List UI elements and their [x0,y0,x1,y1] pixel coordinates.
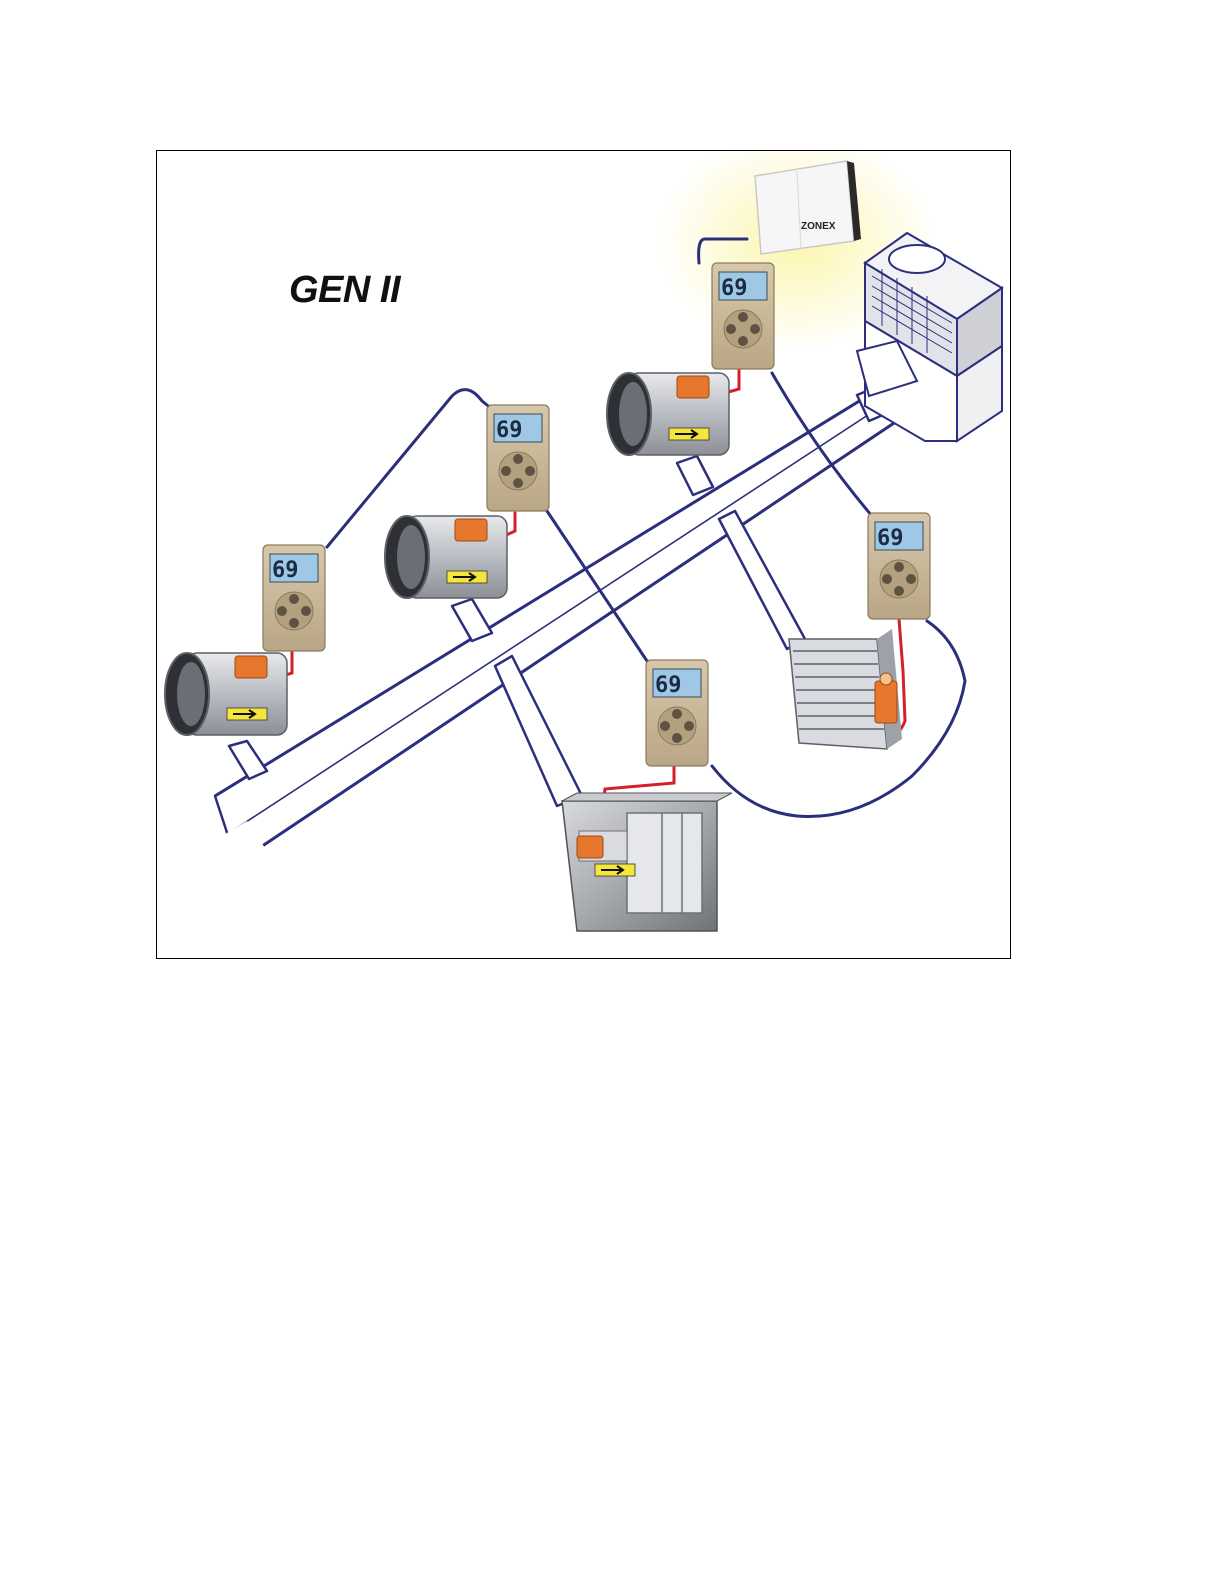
round-damper-1 [165,653,287,735]
thermostat-button-left[interactable] [660,721,670,731]
thermostat-reading: 69 [655,673,682,698]
gen2-system-diagram: ZONEX [156,150,1011,959]
stub-damper-3 [677,456,713,495]
thermostat-button-down[interactable] [289,618,299,628]
thermostat-button-down[interactable] [513,478,523,488]
round-damper-2 [385,516,507,598]
thermostat-button-up[interactable] [513,454,523,464]
thermostat-button-left[interactable] [726,324,736,334]
damper-actuator [455,519,487,541]
diagram-title: GEN II [289,269,400,312]
damper-actuator [235,656,267,678]
branch-duct-bottom [495,656,582,806]
thermostat-button-down[interactable] [672,733,682,743]
thermostat-button-left[interactable] [277,606,287,616]
thermostat-reading: 69 [272,558,299,583]
thermostat-button-down[interactable] [738,336,748,346]
thermostat-1: 69 [263,545,325,651]
thermostat-4: 69 [868,513,930,619]
controller-brand-label: ZONEX [801,221,836,232]
thermostat-button-right[interactable] [301,606,311,616]
air-handler-unit [857,233,1002,441]
diagram-canvas: ZONEX [157,151,1011,959]
round-damper-3 [607,373,729,455]
thermostat-button-up[interactable] [894,562,904,572]
thermostat-button-left[interactable] [501,466,511,476]
thermostat-5: 69 [646,660,708,766]
rectangular-damper-bottom [562,793,732,931]
thermostat-button-up[interactable] [738,312,748,322]
thermostat-reading: 69 [877,526,904,551]
zone-controller: ZONEX [755,161,861,254]
thermostat-reading: 69 [721,276,748,301]
damper-actuator [875,681,897,723]
thermostat-button-down[interactable] [894,586,904,596]
thermostat-button-right[interactable] [525,466,535,476]
rectangular-damper-right [789,629,902,749]
damper-actuator [577,836,603,858]
thermostat-button-right[interactable] [906,574,916,584]
thermostat-button-up[interactable] [672,709,682,719]
thermostat-button-right[interactable] [750,324,760,334]
thermostat-button-left[interactable] [882,574,892,584]
damper-actuator [677,376,709,398]
stub-damper-2 [452,599,492,641]
thermostat-button-right[interactable] [684,721,694,731]
thermostat-3: 69 [712,263,774,369]
thermostat-2: 69 [487,405,549,511]
stub-damper-1 [229,741,267,779]
thermostat-button-up[interactable] [289,594,299,604]
thermostat-reading: 69 [496,418,523,443]
branch-duct-right [719,511,805,649]
